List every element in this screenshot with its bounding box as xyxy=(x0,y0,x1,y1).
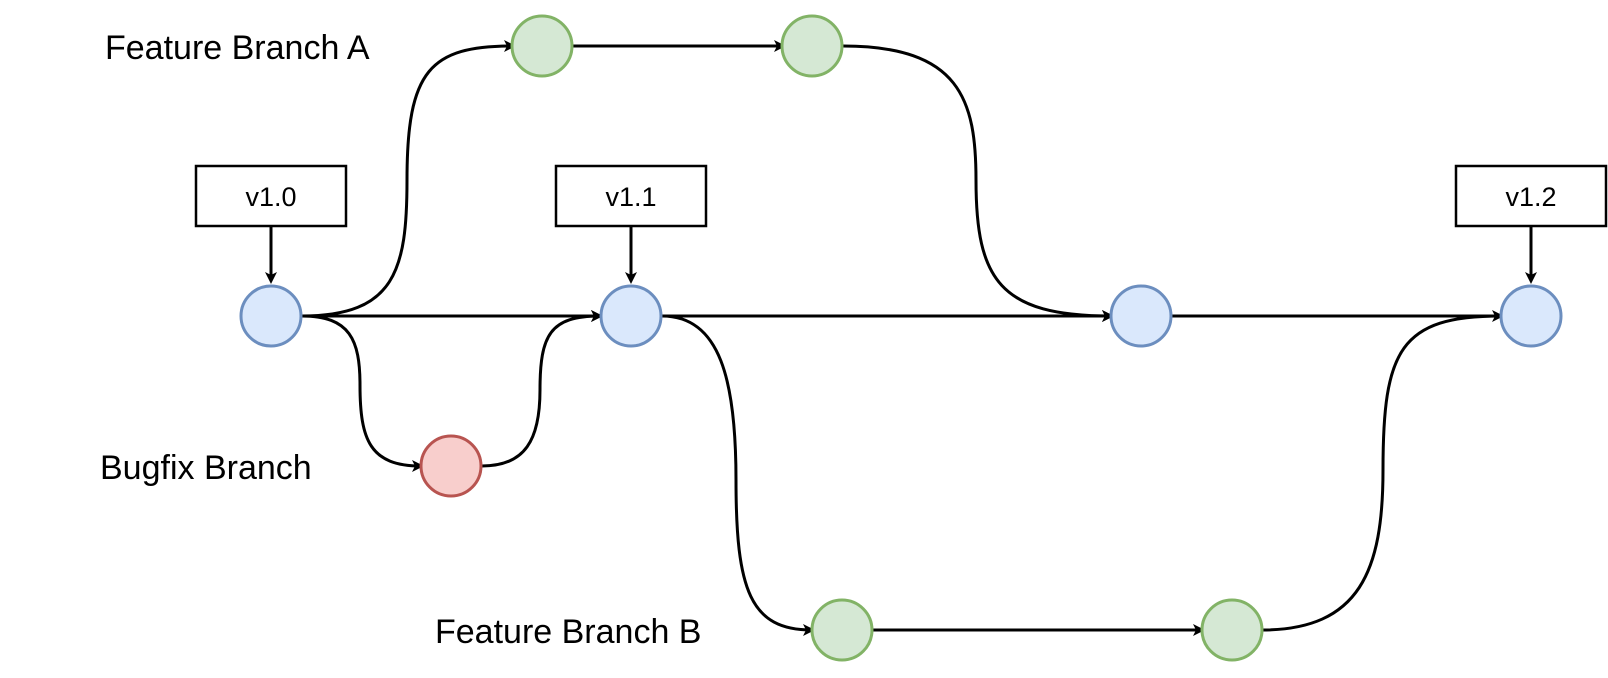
commit-feature-a-1 xyxy=(510,14,574,78)
tag-v1-1: v1.1 xyxy=(554,164,708,228)
edge-bugfix-to-v1-1 xyxy=(481,310,603,468)
bugfix-branch-label: Bugfix Branch xyxy=(100,449,312,487)
tag-v1-2: v1.2 xyxy=(1454,164,1608,228)
tag-v1-0-box xyxy=(194,164,348,228)
edge-feature-a-2-to-merge xyxy=(842,44,1114,322)
edge-v1-0-to-feature-a-1 xyxy=(301,40,516,318)
edge-feature-b-2-to-v1-2 xyxy=(1261,310,1504,632)
tag-v1-1-label: v1.1 xyxy=(605,182,656,212)
edge-v1-0-to-bugfix xyxy=(301,314,424,472)
commit-main-v1-0 xyxy=(239,284,303,348)
commit-feature-b-1 xyxy=(810,598,874,662)
commit-feature-a-2 xyxy=(780,14,844,78)
feature-branch-b-label: Feature Branch B xyxy=(435,613,701,651)
tag-v1-1-box xyxy=(554,164,708,228)
commit-bugfix-1 xyxy=(419,434,483,498)
feature-branch-a-label: Feature Branch A xyxy=(105,29,370,67)
tag-v1-2-box xyxy=(1454,164,1608,228)
tag-v1-0-label: v1.0 xyxy=(245,182,296,212)
tag-v1-0: v1.0 xyxy=(194,164,348,228)
commit-feature-b-2 xyxy=(1200,598,1264,662)
edge-v1-1-to-feature-b-1 xyxy=(661,314,815,636)
commit-nodes xyxy=(239,14,1563,662)
tag-v1-2-label: v1.2 xyxy=(1505,182,1556,212)
commit-main-v1-2 xyxy=(1499,284,1563,348)
edges xyxy=(265,40,1537,636)
commit-main-merge-a xyxy=(1109,284,1173,348)
commit-main-v1-1 xyxy=(599,284,663,348)
